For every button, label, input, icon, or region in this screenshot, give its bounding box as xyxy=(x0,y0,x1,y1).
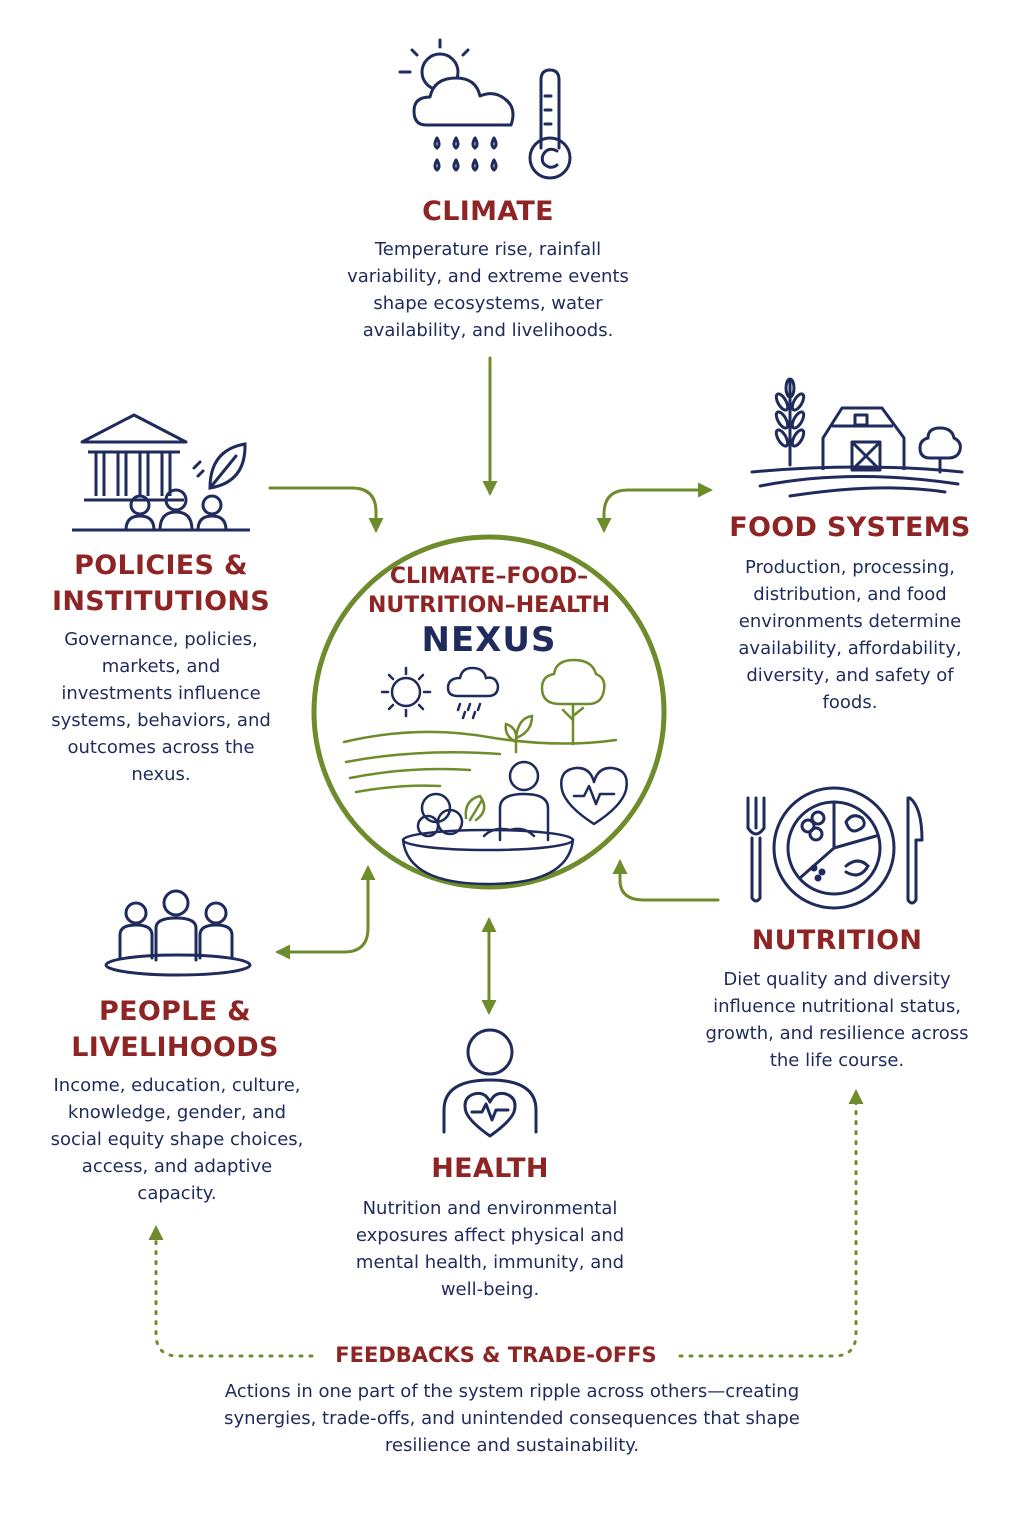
knife-icon xyxy=(906,796,924,905)
fields-center xyxy=(342,730,618,794)
bowl-icon xyxy=(401,792,575,886)
people-title-line2: LIVELIHOODS xyxy=(71,1032,279,1063)
rain-cloud-icon xyxy=(446,666,500,720)
fields-landscape xyxy=(750,465,964,498)
sun-icon xyxy=(380,666,432,718)
feedback-arrow-left xyxy=(148,1225,314,1358)
feedbacks-description: Actions in one part of the system ripple… xyxy=(224,1381,800,1456)
climate-title: CLIMATE xyxy=(422,196,554,227)
arrow-people-nexus xyxy=(275,865,376,960)
tree-icon xyxy=(540,658,606,746)
arrow-food-systems-nexus xyxy=(596,482,713,533)
nexus-title-line2: NUTRITION–HEALTH xyxy=(368,593,610,618)
plate-icon xyxy=(772,786,896,910)
health-title: HEALTH xyxy=(431,1153,549,1184)
food-systems-title: FOOD SYSTEMS xyxy=(729,512,971,543)
flow-arrows xyxy=(268,356,720,1015)
heart-pulse-icon xyxy=(560,766,628,826)
policies-title-line2: INSTITUTIONS xyxy=(52,586,270,617)
nexus-title-line1: CLIMATE–FOOD– xyxy=(389,564,589,589)
people-icon xyxy=(124,488,228,532)
leaf-icon xyxy=(192,442,247,490)
climate-description: Temperature rise, rainfall variability, … xyxy=(347,239,629,341)
food-systems-description: Production, processing, distribution, an… xyxy=(738,557,962,713)
health-description: Nutrition and environmental exposures af… xyxy=(355,1198,625,1300)
community-icon xyxy=(104,889,252,977)
feedback-arrows xyxy=(148,1089,864,1358)
tree-icon xyxy=(918,426,962,474)
nexus-circle xyxy=(311,534,667,890)
policies-title-line1: POLICIES & xyxy=(74,550,248,581)
nutrition-description: Diet quality and diversity influence nut… xyxy=(705,969,969,1071)
wheat-icon xyxy=(774,377,806,467)
person-heart-icon xyxy=(442,1028,538,1138)
barn-icon xyxy=(821,406,906,472)
nutrition-title: NUTRITION xyxy=(751,925,923,956)
arrow-nutrition-to-nexus xyxy=(612,859,720,902)
sun-cloud-rain-icon xyxy=(398,38,515,172)
thermometer-icon xyxy=(528,68,572,180)
person-icon xyxy=(498,760,550,842)
nexus-label: NEXUS xyxy=(421,620,557,660)
arrow-policies-to-nexus xyxy=(268,486,384,533)
policies-description: Governance, policies, markets, and inves… xyxy=(51,629,271,785)
fork-icon xyxy=(746,796,766,903)
sprout-icon xyxy=(504,714,534,754)
feedback-arrow-right xyxy=(678,1089,864,1358)
people-title-line1: PEOPLE & xyxy=(99,996,251,1027)
feedbacks-title: FEEDBACKS & TRADE-OFFS xyxy=(335,1343,657,1367)
people-description: Income, education, culture, knowledge, g… xyxy=(50,1075,304,1204)
